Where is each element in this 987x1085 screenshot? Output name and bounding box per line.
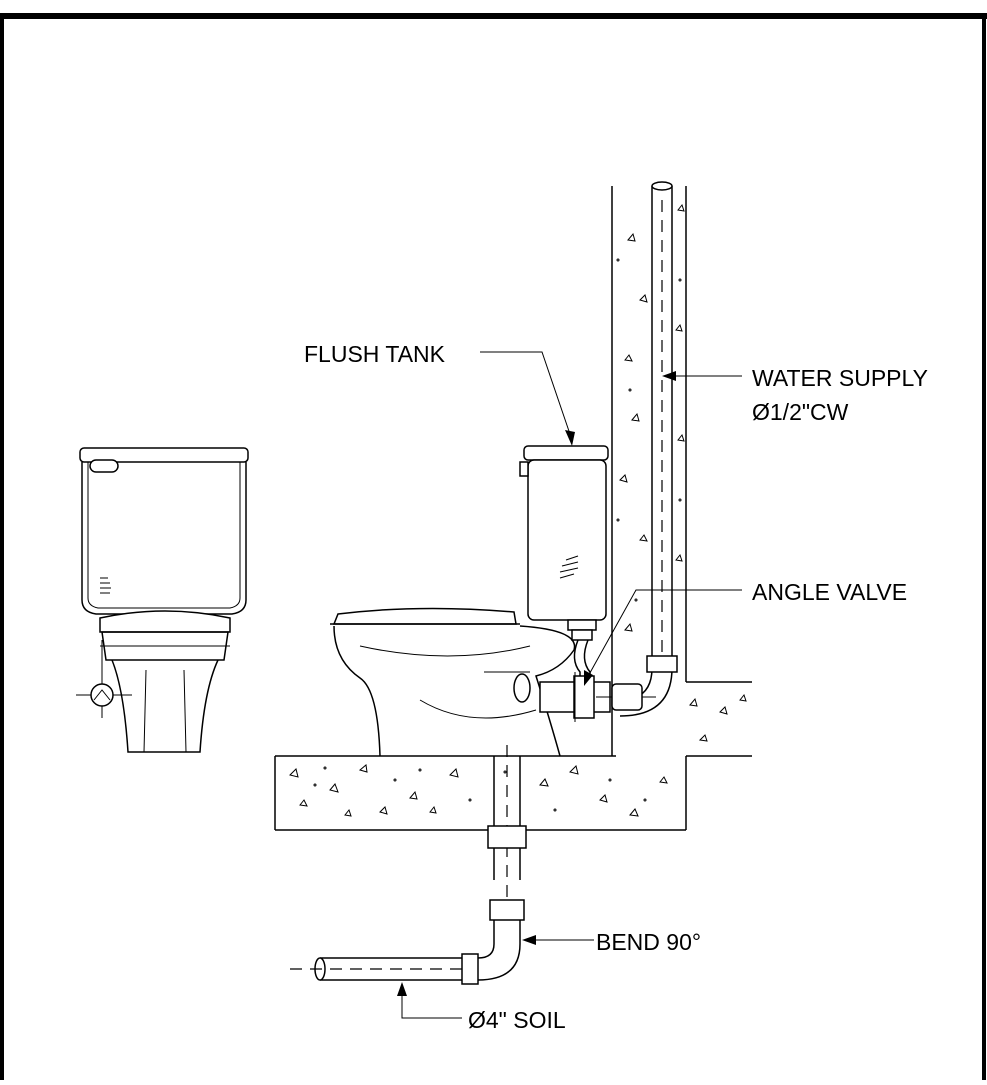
- angle-valve-assembly: [539, 639, 656, 722]
- side-tank-lid: [523, 445, 609, 461]
- water-supply-pipe: [619, 181, 678, 717]
- side-bowl-front: [333, 625, 381, 757]
- front-tank-hatch: [100, 577, 111, 594]
- toilet-front-view: [76, 447, 249, 753]
- soil-pipe: [290, 745, 527, 985]
- label-flush-tank: FLUSH TANK: [304, 341, 446, 367]
- drawing-frame: [0, 13, 987, 1080]
- label-water-supply: WATER SUPPLY: [752, 365, 928, 391]
- soil-coupling-lower: [489, 899, 525, 921]
- front-tank-body: [81, 462, 247, 615]
- supply-elbow-coupling: [646, 655, 678, 673]
- front-seat: [99, 610, 231, 633]
- label-water-supply-size: Ø1/2"CW: [752, 399, 849, 425]
- wall-concrete-hatch: [616, 203, 747, 742]
- front-tank-lid: [79, 447, 249, 463]
- slab-concrete-hatch: [289, 764, 668, 817]
- valve-union: [611, 683, 643, 711]
- front-pedestal: [111, 659, 219, 753]
- label-bend: BEND 90°: [596, 929, 701, 955]
- side-seat-lid: [332, 607, 517, 625]
- floor-slab: [274, 755, 686, 831]
- toilet-side-view: [330, 445, 609, 757]
- soil-coupling-upper: [487, 825, 527, 849]
- side-bowl-back: [519, 625, 576, 757]
- label-angle-valve: ANGLE VALVE: [752, 579, 907, 605]
- leader-lines: [397, 351, 742, 1019]
- side-tank-hatch: [559, 555, 579, 579]
- side-tank-body: [527, 459, 607, 621]
- front-valve-icon: [90, 683, 114, 707]
- label-soil: Ø4" SOIL: [468, 1007, 566, 1033]
- flush-handle-icon: [89, 459, 119, 473]
- bend-coupling: [461, 953, 479, 985]
- wall: [611, 186, 752, 830]
- side-flush-handle-icon: [519, 461, 529, 477]
